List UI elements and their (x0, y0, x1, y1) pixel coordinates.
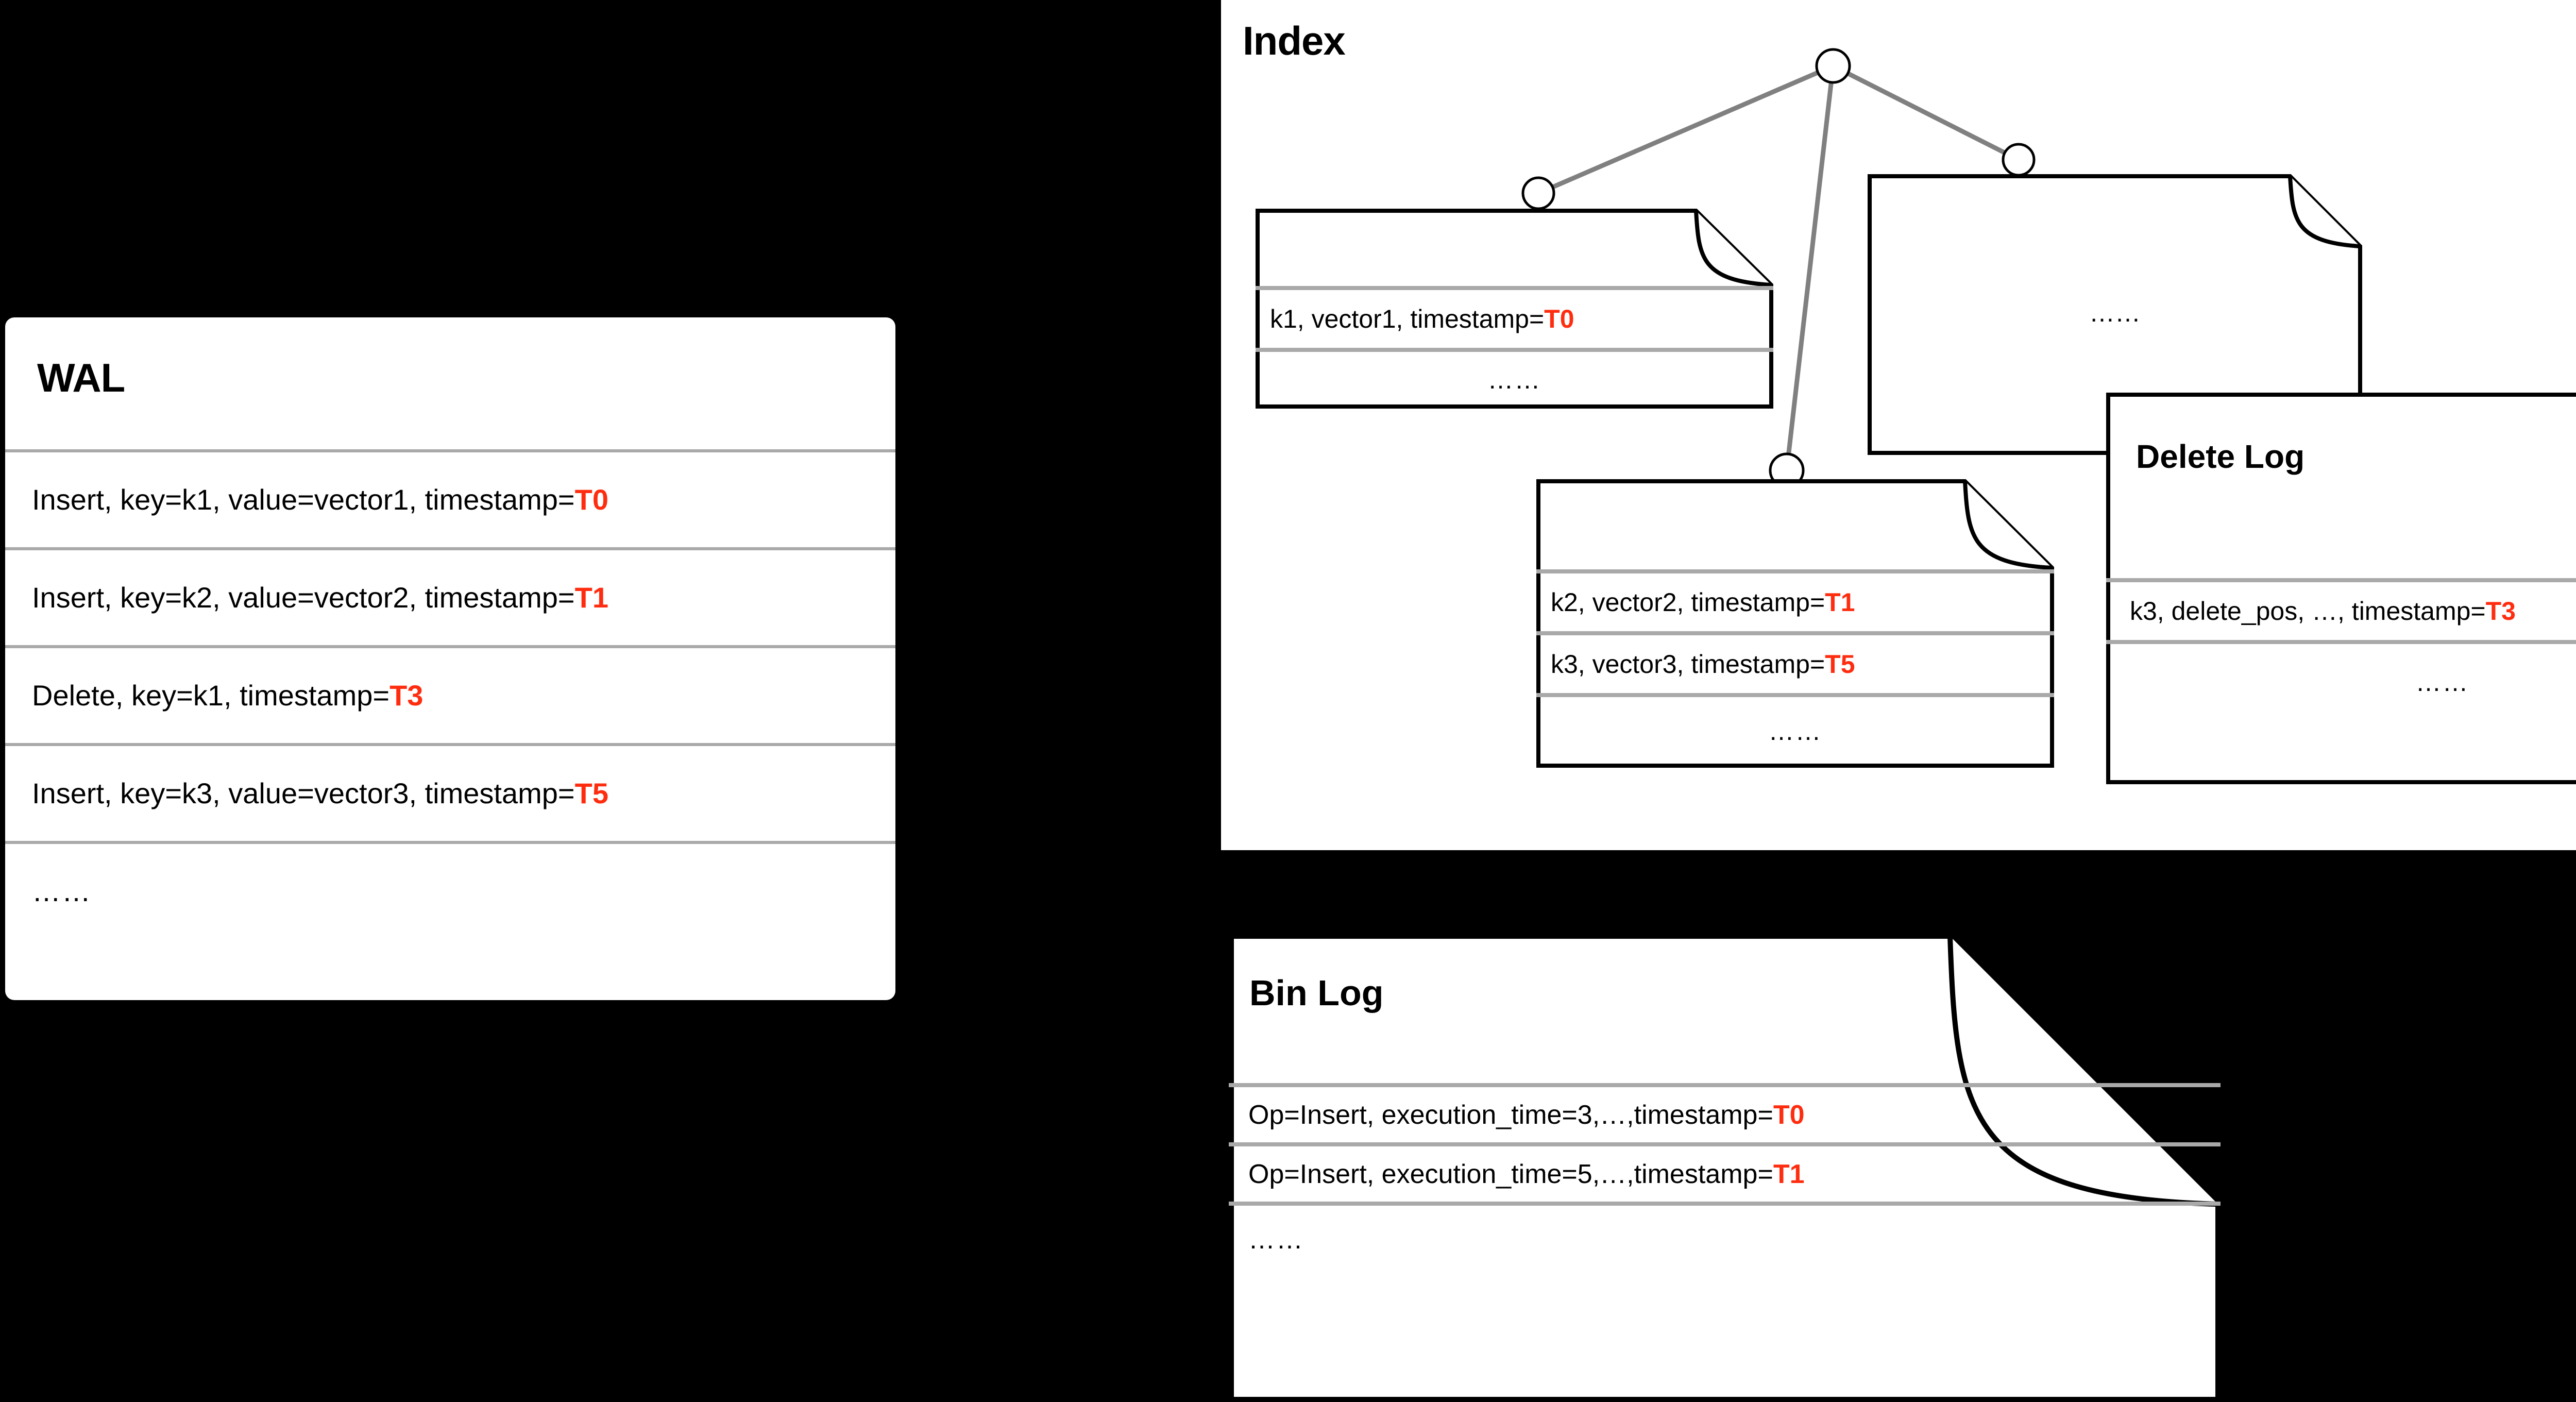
ellipsis-text: …… (1768, 717, 1822, 746)
timestamp-badge: T1 (574, 581, 608, 614)
timestamp-badge: T5 (574, 777, 608, 809)
bin-log-title: Bin Log (1249, 973, 1384, 1013)
leaf-k2-rows: k2, vector2, timestamp=T1 k3, vector3, t… (1536, 569, 2054, 765)
timestamp-badge: T1 (1773, 1159, 1805, 1189)
bin-log-row-ellipsis: …… (1229, 1202, 2221, 1274)
leaf-row: k3, vector3, timestamp=T5 (1536, 631, 2054, 693)
wal-row: Insert, key=k1, value=vector1, timestamp… (5, 449, 895, 547)
timestamp-badge: T0 (574, 483, 608, 516)
wal-row: Delete, key=k1, timestamp=T3 (5, 645, 895, 743)
bin-log-row: Op=Insert, execution_time=5,…,timestamp=… (1229, 1142, 2221, 1202)
bin-log-row-text: Op=Insert, execution_time=5,…,timestamp=… (1248, 1159, 1805, 1189)
ellipsis-text: …… (1248, 1225, 1304, 1255)
bin-log-panel: Bin Log Op=Insert, execution_time=3,…,ti… (1229, 934, 2221, 1402)
wal-row: Insert, key=k3, value=vector3, timestamp… (5, 743, 895, 841)
timestamp-badge: T3 (2485, 597, 2516, 626)
timestamp-badge: T0 (1544, 305, 1574, 333)
wal-row-ellipsis: …… (5, 841, 895, 939)
leaf-row-text: k2, vector2, timestamp=T1 (1551, 588, 1855, 617)
leaf-row: k2, vector2, timestamp=T1 (1536, 569, 2054, 631)
delete-log-row-text: k3, delete_pos, …, timestamp=T3 (2130, 597, 2516, 626)
delete-log-row-ellipsis: …… (2106, 640, 2576, 720)
leaf-row: k1, vector1, timestamp=T0 (1256, 286, 1773, 348)
leaf-row-text: k1, vector1, timestamp=T0 (1270, 305, 1574, 333)
ellipsis-text: …… (2089, 298, 2141, 327)
delete-log-row: k3, delete_pos, …, timestamp=T3 (2106, 578, 2576, 640)
timestamp-badge: T3 (389, 679, 423, 712)
document-shape (1868, 174, 2362, 455)
index-title: Index (1243, 18, 1346, 63)
timestamp-badge: T5 (1825, 650, 1855, 679)
index-leaf-k1: k1, vector1, timestamp=T0 …… (1256, 209, 1773, 409)
wal-panel: WAL Insert, key=k1, value=vector1, times… (5, 317, 895, 1000)
leaf-row-ellipsis: …… (1536, 693, 2054, 765)
wal-row-text: Insert, key=k3, value=vector3, timestamp… (32, 777, 608, 809)
bin-log-row-text: Op=Insert, execution_time=3,…,timestamp=… (1248, 1100, 1805, 1130)
timestamp-badge: T0 (1773, 1100, 1805, 1130)
index-leaf-k2: k2, vector2, timestamp=T1 k3, vector3, t… (1536, 479, 2054, 768)
bin-log-rows: Op=Insert, execution_time=3,…,timestamp=… (1229, 1083, 2221, 1274)
bin-log-row: Op=Insert, execution_time=3,…,timestamp=… (1229, 1083, 2221, 1142)
ellipsis-text: …… (32, 875, 92, 907)
timestamp-badge: T1 (1825, 588, 1855, 617)
delete-log-title: Delete Log (2136, 438, 2305, 475)
leaf-k1-rows: k1, vector1, timestamp=T0 …… (1256, 286, 1773, 407)
wal-row: Insert, key=k2, value=vector2, timestamp… (5, 547, 895, 645)
document-shape (1256, 209, 1773, 409)
ellipsis-text: …… (1487, 365, 1541, 394)
delete-log-panel: Delete Log k3, delete_pos, …, timestamp=… (2106, 393, 2576, 784)
leaf-row-ellipsis: …… (1256, 348, 1773, 407)
document-shape (2106, 393, 2576, 784)
index-leaf-ellipsis: …… (1868, 174, 2362, 455)
document-shape (1229, 934, 2221, 1402)
wal-title: WAL (37, 355, 125, 400)
wal-row-text: Insert, key=k1, value=vector1, timestamp… (32, 483, 608, 516)
wal-row-list: Insert, key=k1, value=vector1, timestamp… (5, 449, 895, 939)
leaf-row-text: k3, vector3, timestamp=T5 (1551, 650, 1855, 679)
wal-row-text: Delete, key=k1, timestamp=T3 (32, 679, 423, 712)
delete-log-rows: k3, delete_pos, …, timestamp=T3 …… (2106, 578, 2576, 720)
wal-row-text: Insert, key=k2, value=vector2, timestamp… (32, 581, 608, 614)
ellipsis-text: …… (2415, 667, 2469, 697)
